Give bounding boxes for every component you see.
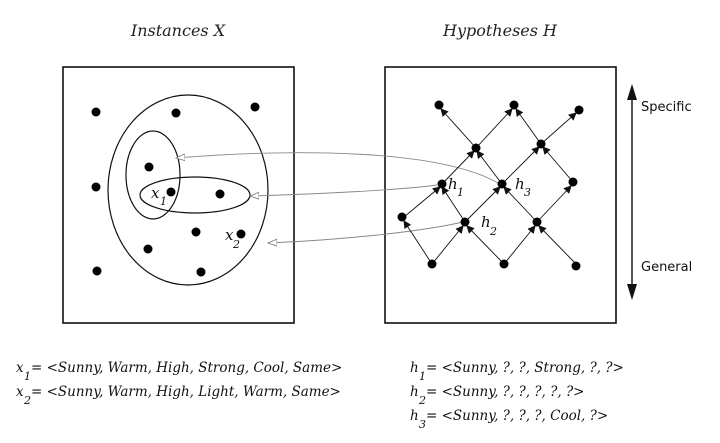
h1-label: h 1 xyxy=(448,175,464,199)
instance-point xyxy=(144,162,154,172)
svg-text:2: 2 xyxy=(489,225,497,238)
svg-text:x: x xyxy=(225,226,234,244)
instance-definitions: x 1 = <Sunny, Warm, High, Strong, Cool, … xyxy=(16,360,342,407)
hypothesis-node xyxy=(434,100,444,110)
hypothesis-node xyxy=(509,100,519,110)
hypothesis-node xyxy=(568,177,578,187)
instance-point xyxy=(250,102,260,112)
svg-text:h: h xyxy=(410,384,419,400)
instance-point xyxy=(143,244,153,254)
hypothesis-node xyxy=(499,259,509,269)
svg-text:h: h xyxy=(410,360,419,376)
svg-text:= <Sunny, Warm, High, Strong,: = <Sunny, Warm, High, Strong, Cool, Same… xyxy=(31,360,342,376)
instance-point xyxy=(92,266,102,276)
svg-text:h: h xyxy=(448,175,458,193)
h2-mapping-arrow xyxy=(268,221,464,243)
lattice-edges xyxy=(403,108,577,265)
instance-point xyxy=(191,227,201,237)
hypothesis-node xyxy=(397,212,407,222)
svg-text:1: 1 xyxy=(457,186,464,199)
h2-label: h 2 xyxy=(481,213,497,238)
svg-text:= <Sunny, ?, ?, Strong, ?, ?>: = <Sunny, ?, ?, Strong, ?, ?> xyxy=(426,360,624,376)
instance-x1-point xyxy=(166,187,176,197)
instance-point xyxy=(171,108,181,118)
svg-text:2: 2 xyxy=(232,238,240,251)
hypothesis-h2-node xyxy=(460,217,470,227)
h3-definition: h 3 = <Sunny, ?, ?, ?, Cool, ?> xyxy=(410,408,608,431)
axis-general-label: General xyxy=(641,260,692,275)
h3-mapping-arrow xyxy=(176,152,499,184)
instance-point xyxy=(91,107,101,117)
hypothesis-node xyxy=(571,261,581,271)
svg-text:h: h xyxy=(410,408,419,424)
x2-label: x 2 xyxy=(225,226,240,251)
svg-text:3: 3 xyxy=(524,186,531,199)
specificity-axis: Specific General xyxy=(627,84,692,300)
svg-text:x: x xyxy=(151,184,160,202)
mapping-arrows xyxy=(176,152,499,243)
h1-definition: h 1 = <Sunny, ?, ?, Strong, ?, ?> xyxy=(410,360,624,383)
hypothesis-node xyxy=(536,139,546,149)
h3-region-ellipse xyxy=(125,130,181,220)
hypothesis-h3-node xyxy=(497,179,507,189)
hypothesis-definitions: h 1 = <Sunny, ?, ?, Strong, ?, ?> h 2 = … xyxy=(410,360,624,431)
svg-text:x: x xyxy=(16,360,24,376)
x2-definition: x 2 = <Sunny, Warm, High, Light, Warm, S… xyxy=(16,384,341,407)
svg-text:h: h xyxy=(481,213,491,231)
svg-text:3: 3 xyxy=(419,418,426,431)
instances-title: Instances X xyxy=(130,21,226,40)
instance-x2-point xyxy=(236,229,246,239)
instance-point xyxy=(196,267,206,277)
svg-text:1: 1 xyxy=(419,370,426,383)
svg-text:2: 2 xyxy=(23,394,31,407)
instance-points xyxy=(91,102,260,277)
axis-specific-label: Specific xyxy=(641,100,692,115)
hypothesis-h1-node xyxy=(437,179,447,189)
h2-region-ellipse xyxy=(107,94,269,286)
hypothesis-node xyxy=(532,217,542,227)
svg-text:= <Sunny, Warm, High, Light, W: = <Sunny, Warm, High, Light, Warm, Same> xyxy=(31,384,341,400)
h2-definition: h 2 = <Sunny, ?, ?, ?, ?, ?> xyxy=(410,384,585,407)
x1-definition: x 1 = <Sunny, Warm, High, Strong, Cool, … xyxy=(16,360,342,383)
hypotheses-title: Hypotheses H xyxy=(442,21,558,40)
instance-point xyxy=(91,182,101,192)
hypothesis-node xyxy=(427,259,437,269)
svg-text:2: 2 xyxy=(418,394,426,407)
hypothesis-nodes xyxy=(397,100,584,271)
h1-mapping-arrow xyxy=(250,184,438,196)
svg-text:= <Sunny, ?, ?, ?, Cool, ?>: = <Sunny, ?, ?, ?, Cool, ?> xyxy=(426,408,608,424)
hypothesis-node xyxy=(471,143,481,153)
svg-text:1: 1 xyxy=(24,370,31,383)
hypothesis-node xyxy=(574,105,584,115)
svg-text:1: 1 xyxy=(160,195,167,208)
x1-label: x 1 xyxy=(151,184,167,208)
hypotheses-panel xyxy=(384,66,617,324)
instance-point xyxy=(215,189,225,199)
svg-text:= <Sunny, ?, ?, ?, ?, ?>: = <Sunny, ?, ?, ?, ?, ?> xyxy=(426,384,585,400)
h3-label: h 3 xyxy=(515,175,531,199)
svg-text:x: x xyxy=(16,384,24,400)
svg-text:h: h xyxy=(515,175,525,193)
